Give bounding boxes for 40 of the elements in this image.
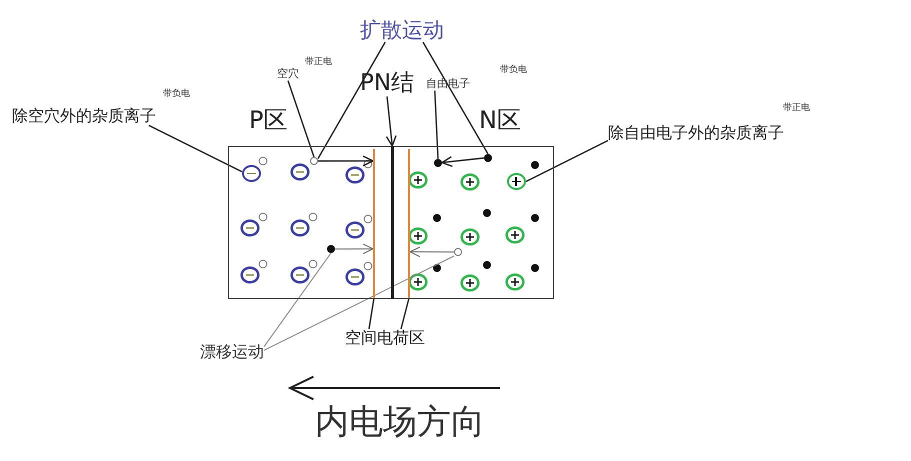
charge-note: 带负电 — [163, 90, 190, 100]
hole-icon — [310, 157, 318, 165]
leader-line — [400, 298, 410, 330]
electron-icon — [327, 245, 335, 253]
electron-icon — [484, 154, 492, 162]
annotation-text: 除自由电子外的杂质离子 — [608, 124, 784, 142]
leader-line — [368, 298, 375, 330]
charge-note: 带正电 — [305, 58, 332, 68]
arrow — [408, 246, 454, 258]
leader-line — [264, 252, 332, 348]
annotation-text: 空穴 — [277, 68, 299, 81]
junction-line — [391, 146, 394, 299]
charge-note: 带正电 — [783, 104, 810, 114]
boundary-line — [373, 149, 375, 298]
annotation-text: 漂移运动 — [200, 343, 264, 362]
arrow — [334, 244, 374, 254]
leader-line — [526, 140, 608, 182]
leader-line — [264, 256, 454, 351]
leader-line — [317, 42, 386, 159]
hole-icon — [454, 248, 462, 256]
region-label: N区 — [479, 107, 521, 135]
leader-line — [287, 80, 315, 158]
annotation-text: 自由电子 — [426, 78, 470, 91]
negative-ion-icon — [242, 165, 261, 182]
positive-ion-icon — [507, 173, 526, 190]
annotation-text: 除空穴外的杂质离子 — [12, 107, 156, 126]
annotation-text: PN结 — [360, 70, 414, 96]
leader-line — [422, 42, 489, 154]
field-direction-label: 内电场方向 — [315, 403, 485, 442]
annotation-text: 扩散运动 — [360, 18, 444, 42]
region-label: P区 — [249, 107, 288, 135]
leader-line — [434, 90, 439, 160]
boundary-line — [408, 149, 410, 298]
arrow — [440, 156, 484, 167]
annotation-text: 空间电荷区 — [345, 329, 425, 348]
arrow — [386, 96, 397, 148]
electron-icon — [434, 159, 442, 167]
leader-line — [148, 124, 242, 172]
arrow — [318, 156, 375, 166]
charge-note: 带负电 — [500, 66, 527, 76]
